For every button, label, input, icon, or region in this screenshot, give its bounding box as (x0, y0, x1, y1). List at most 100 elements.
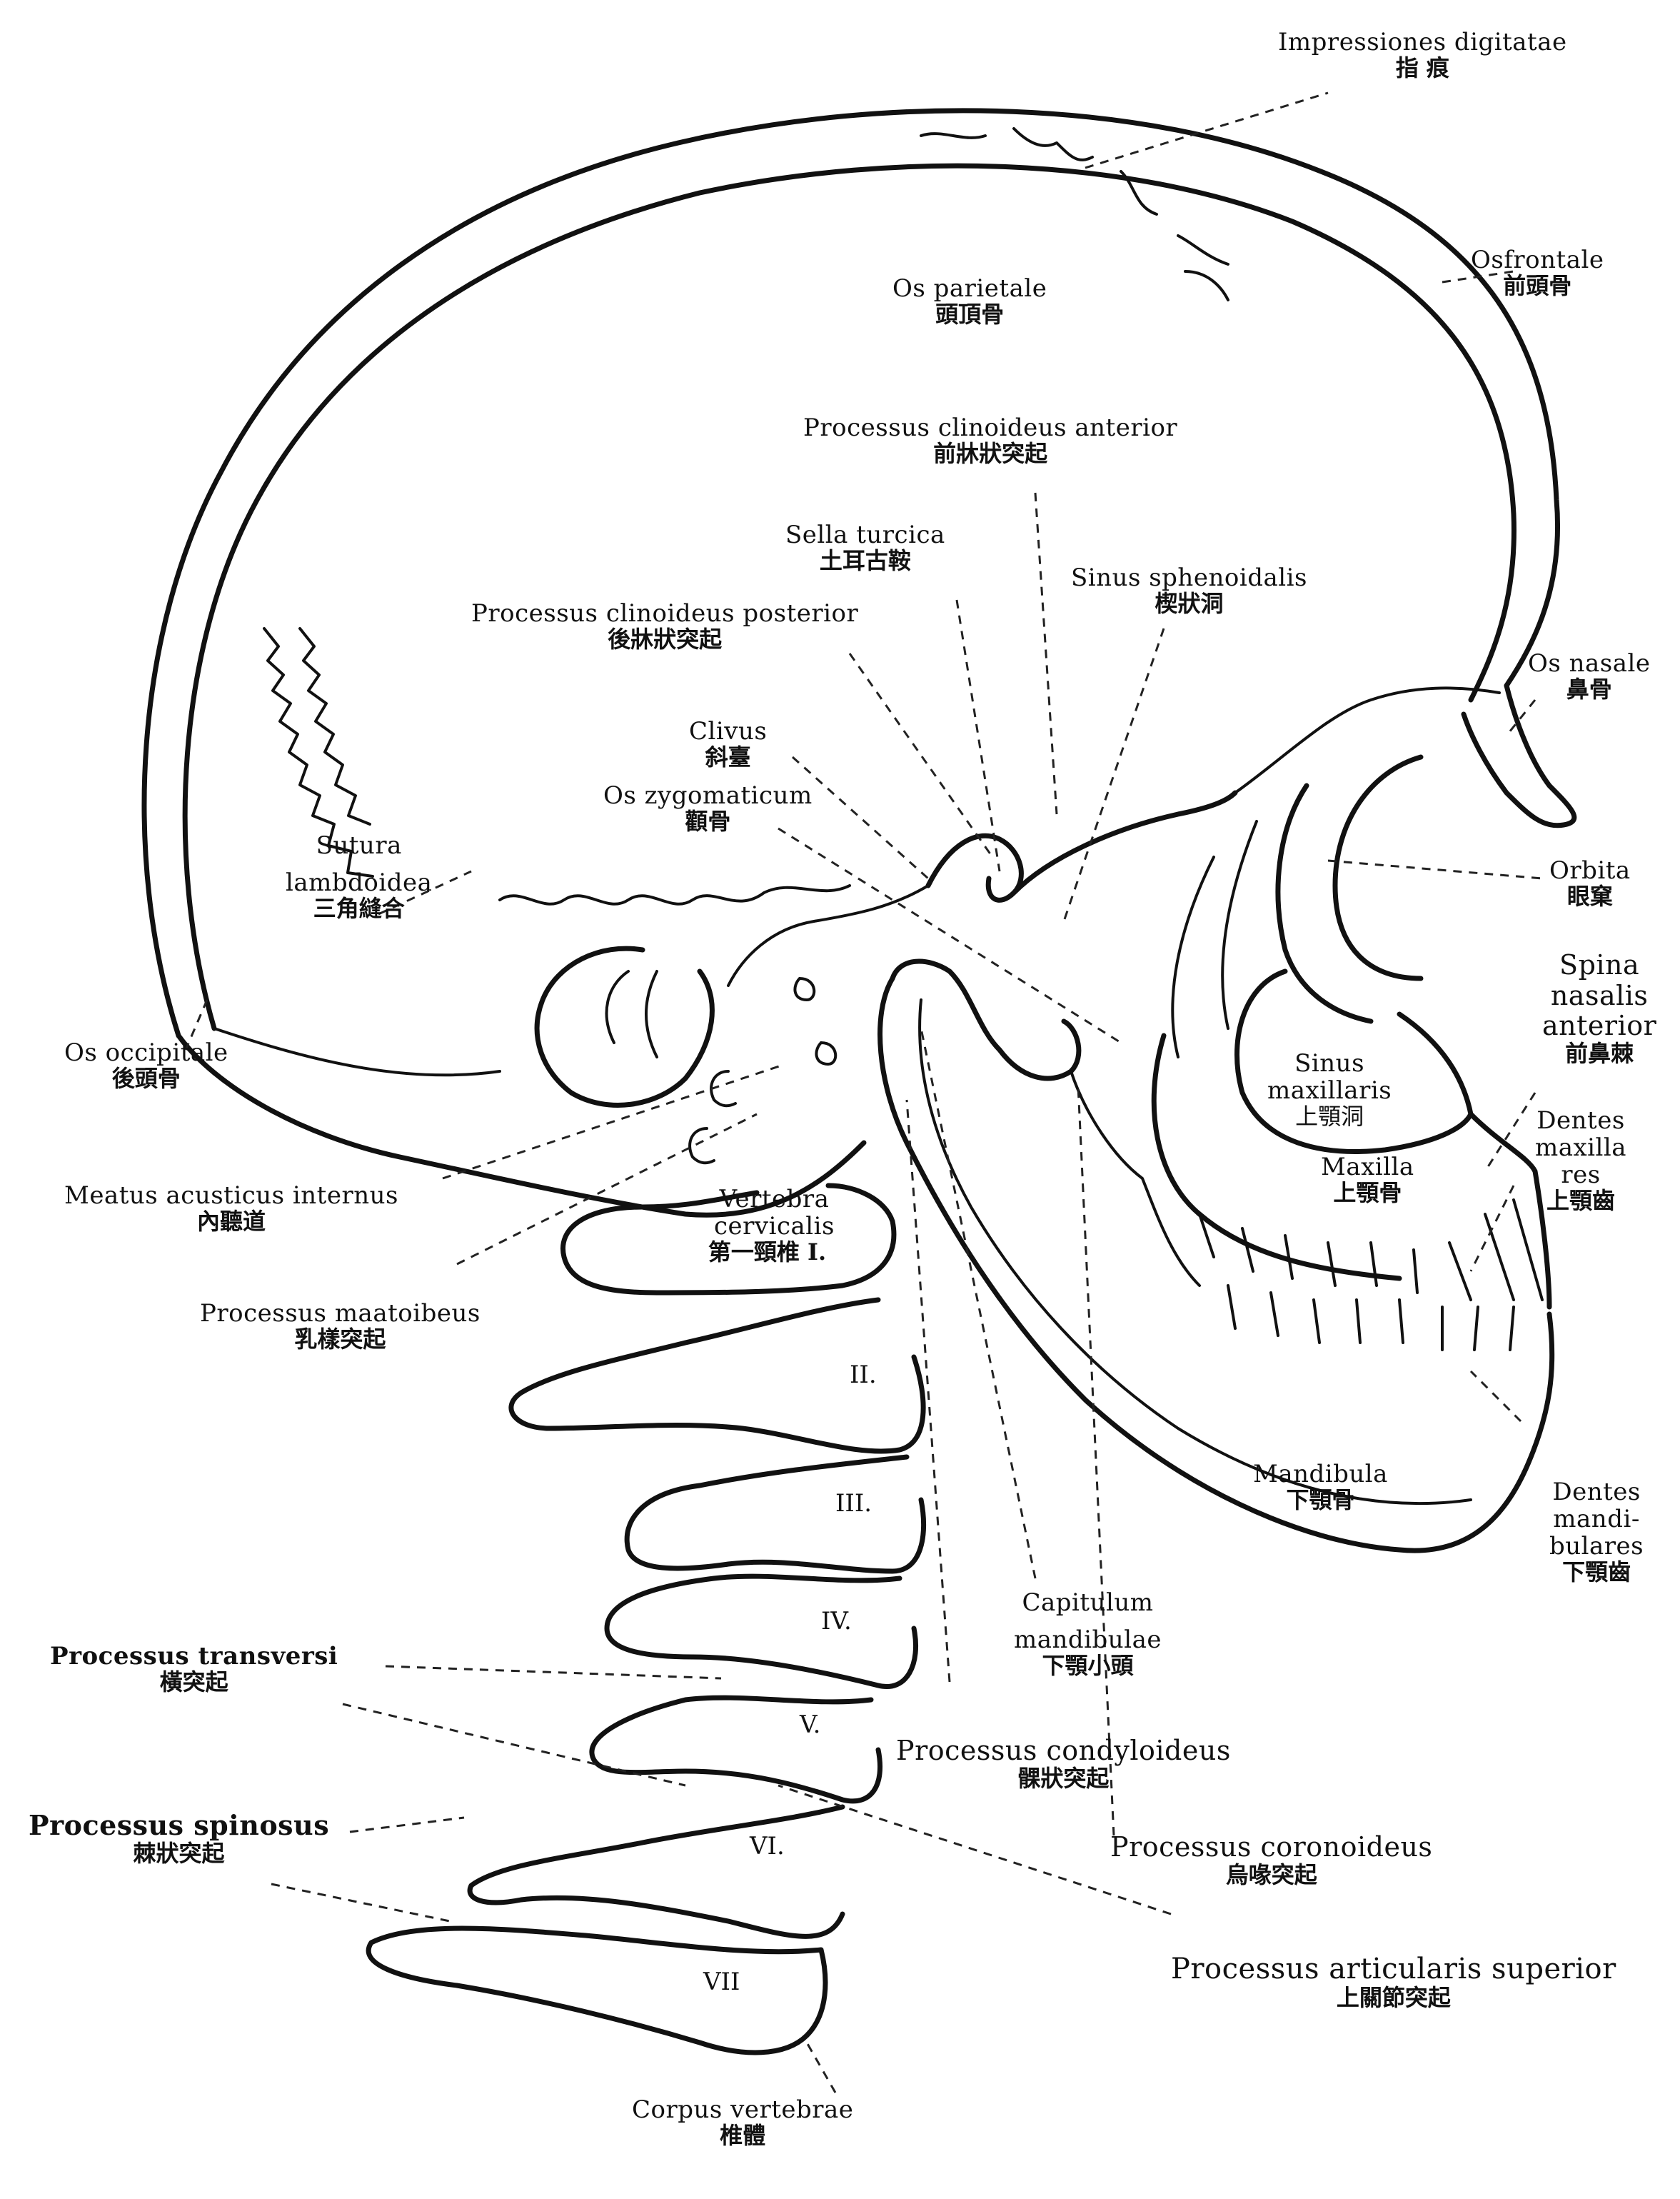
upper-teeth (1199, 1200, 1542, 1300)
label-impressiones-latin: Impressiones digitatae (1278, 29, 1567, 56)
label-meatus-cjk: 內聽道 (64, 1209, 398, 1235)
label-sinus-maxillaris: Sinus maxillaris 上顎洞 (1267, 1050, 1392, 1130)
vertebra-numeral-2: II. (850, 1361, 877, 1389)
label-os-occipitale: Os occipitale 後頭骨 (64, 1039, 228, 1092)
vertebra-6 (470, 1807, 842, 1936)
vertebra-numeral-5: V. (800, 1710, 820, 1739)
label-dentes-mand-latin-1: Dentes (1549, 1478, 1644, 1506)
label-os-zygomaticum: Os zygomaticum 顴骨 (603, 782, 813, 835)
label-os-nasale-cjk: 鼻骨 (1528, 677, 1651, 703)
label-capitulum-latin-2: mandibulae (1014, 1626, 1162, 1653)
label-os-frontale: Osfrontale 前頭骨 (1471, 246, 1604, 299)
coronoid-shape (1071, 1071, 1199, 1286)
label-sinus-sphenoidalis: Sinus sphenoidalis 楔狀洞 (1071, 564, 1307, 617)
label-sinus-sphenoidalis-latin: Sinus sphenoidalis (1071, 564, 1307, 591)
label-os-frontale-cjk: 前頭骨 (1471, 274, 1604, 299)
label-mandibula-latin: Mandibula (1253, 1461, 1388, 1488)
label-proc-spinosus-cjk: 棘狀突起 (29, 1841, 329, 1867)
vertebra-3 (627, 1457, 923, 1571)
vertebra-numeral-6: VI. (750, 1832, 785, 1860)
label-sutura-lambdoidea: Sutura lambdoidea 三角縫合 (286, 832, 432, 922)
label-proc-coronoideus: Processus coronoideus 烏喙突起 (1110, 1832, 1432, 1888)
label-corpus-vertebrae: Corpus vertebrae 椎體 (632, 2096, 853, 2149)
vertebra-numeral-4: IV. (821, 1607, 852, 1636)
label-sella-turcica-latin: Sella turcica (785, 521, 945, 549)
label-orbita-cjk: 眼窠 (1549, 884, 1631, 910)
label-maxilla-cjk: 上顎骨 (1321, 1181, 1414, 1206)
label-clivus-latin: Clivus (689, 718, 767, 745)
label-dentes-max-latin-2: maxilla (1535, 1134, 1626, 1161)
label-vertebra-latin-1: Vertebra (714, 1186, 835, 1213)
label-proc-condyloideus-cjk: 髁狀突起 (896, 1766, 1231, 1792)
label-maxilla-latin: Maxilla (1321, 1153, 1414, 1181)
label-maxilla: Maxilla 上顎骨 (1321, 1153, 1414, 1206)
label-dentes-max-cjk: 上顎齒 (1535, 1188, 1626, 1214)
label-os-frontale-latin: Osfrontale (1471, 246, 1604, 274)
label-os-zygomaticum-latin: Os zygomaticum (603, 782, 813, 809)
label-proc-coronoideus-cjk: 烏喙突起 (1110, 1863, 1432, 1888)
label-mandibula-cjk: 下顎骨 (1253, 1488, 1388, 1513)
ear-region (537, 948, 712, 1105)
label-os-occipitale-cjk: 後頭骨 (64, 1066, 228, 1092)
label-spina-latin-3: anterior (1542, 1011, 1656, 1041)
label-proc-transversi: Processus transversi 橫突起 (50, 1643, 338, 1695)
sella-turcica-shape (928, 793, 1235, 900)
label-sutura-latin-2: lambdoidea (286, 869, 432, 896)
label-spina-nasalis-anterior: Spina nasalis anterior 前鼻棘 (1542, 950, 1656, 1066)
nasal-bone-shape (1464, 686, 1574, 826)
label-orbita-latin: Orbita (1549, 857, 1631, 884)
label-impressiones-cjk: 指 痕 (1278, 56, 1567, 81)
label-os-occipitale-latin: Os occipitale (64, 1039, 228, 1066)
label-proc-articularis-cjk: 上關節突起 (1171, 1985, 1616, 2011)
label-proc-spinosus: Processus spinosus 棘狀突起 (29, 1810, 329, 1866)
label-proc-mastoideus-latin: Processus maatoibeus (200, 1300, 481, 1327)
label-os-nasale: Os nasale 鼻骨 (1528, 650, 1651, 703)
vertebra-4 (607, 1576, 916, 1686)
vertebra-7 (368, 1928, 825, 2053)
label-corpus-cjk: 椎體 (632, 2123, 853, 2149)
label-clivus-cjk: 斜臺 (689, 745, 767, 771)
label-dentes-maxillares: Dentes maxilla res 上顎齒 (1535, 1107, 1626, 1214)
label-spina-cjk: 前鼻棘 (1542, 1041, 1656, 1067)
label-sinus-maxillaris-latin-1: Sinus (1267, 1050, 1392, 1077)
label-sutura-cjk: 三角縫合 (286, 896, 432, 922)
label-proc-transversi-cjk: 橫突起 (50, 1670, 338, 1695)
label-spina-latin-1: Spina (1542, 950, 1656, 981)
label-dentes-mand-latin-2: mandi- (1549, 1506, 1644, 1533)
label-os-parietale-cjk: 頭頂骨 (892, 302, 1047, 328)
label-proc-articularis-latin: Processus articularis superior (1171, 1953, 1616, 1985)
label-proc-coronoideus-latin: Processus coronoideus (1110, 1832, 1432, 1863)
label-dentes-max-latin-3: res (1535, 1161, 1626, 1188)
label-mandibula: Mandibula 下顎骨 (1253, 1461, 1388, 1513)
label-proc-clin-ant-cjk: 前牀狀突起 (803, 441, 1177, 467)
label-proc-clin-post-latin: Processus clinoideus posterior (471, 600, 858, 627)
label-dentes-mand-cjk: 下顎齒 (1549, 1560, 1644, 1586)
label-sella-turcica-cjk: 土耳古鞍 (785, 549, 945, 574)
lower-teeth (1228, 1286, 1514, 1350)
label-meatus-acusticus: Meatus acusticus internus 內聽道 (64, 1182, 398, 1235)
label-sutura-latin-1: Sutura (286, 832, 432, 859)
label-proc-mastoideus: Processus maatoibeus 乳樣突起 (200, 1300, 481, 1353)
vertebra-numeral-7: VII (703, 1968, 740, 1996)
lambdoid-suture-2 (300, 628, 370, 824)
label-orbita: Orbita 眼窠 (1549, 857, 1631, 910)
label-corpus-latin: Corpus vertebrae (632, 2096, 853, 2123)
label-capitulum-latin-1: Capitulum (1014, 1589, 1162, 1616)
anterior-cranial-floor (1235, 688, 1499, 793)
vertebra-5 (592, 1698, 880, 1801)
label-proc-transversi-latin: Processus transversi (50, 1643, 338, 1670)
label-os-zygomaticum-cjk: 顴骨 (603, 809, 813, 835)
label-dentes-max-latin-1: Dentes (1535, 1107, 1626, 1134)
label-proc-condyloideus: Processus condyloideus 髁狀突起 (896, 1735, 1231, 1791)
ear-inner (607, 971, 657, 1057)
vertebra-numeral-3: III. (835, 1489, 872, 1518)
orbit-shape (1278, 757, 1421, 1021)
label-clivus: Clivus 斜臺 (689, 718, 767, 771)
label-vertebra-cervicalis: Vertebra cervicalis 第一頸椎 I. (657, 1186, 835, 1266)
label-proc-mastoideus-cjk: 乳樣突起 (200, 1327, 481, 1353)
label-sinus-maxillaris-cjk: 上顎洞 (1267, 1104, 1392, 1130)
label-sinus-maxillaris-latin-2: maxillaris (1267, 1077, 1392, 1104)
label-proc-clinoideus-posterior: Processus clinoideus posterior 後牀狀突起 (471, 600, 858, 653)
label-os-parietale: Os parietale 頭頂骨 (892, 275, 1047, 328)
label-proc-clinoideus-anterior: Processus clinoideus anterior 前牀狀突起 (803, 414, 1177, 467)
